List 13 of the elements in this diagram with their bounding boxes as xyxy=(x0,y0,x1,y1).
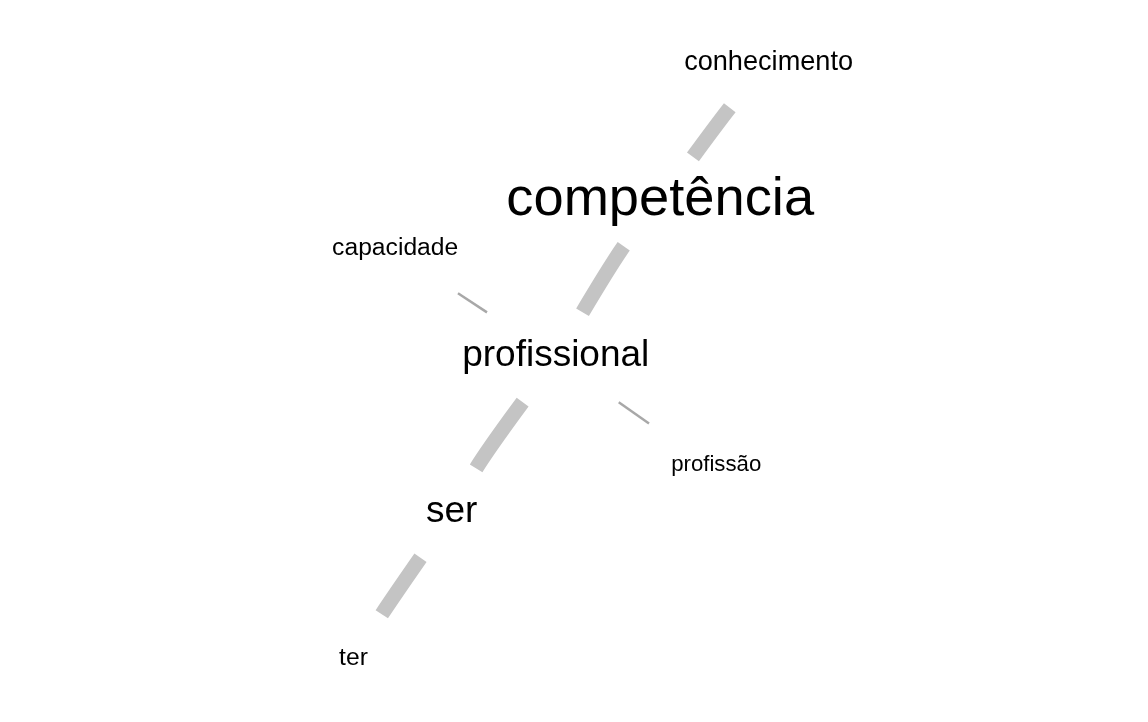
connector xyxy=(457,292,488,314)
node-text: competência xyxy=(506,166,815,228)
node-text: capacidade xyxy=(332,232,459,260)
node-text: conhecimento xyxy=(684,44,854,76)
connector xyxy=(469,397,529,473)
connector xyxy=(686,103,736,162)
node-text: profissão xyxy=(671,451,762,477)
node-text: ter xyxy=(339,643,368,671)
node-text: ser xyxy=(425,487,478,530)
node-text: profissional xyxy=(462,331,650,374)
connector xyxy=(618,401,650,425)
connector xyxy=(375,553,427,619)
connector xyxy=(576,242,630,316)
